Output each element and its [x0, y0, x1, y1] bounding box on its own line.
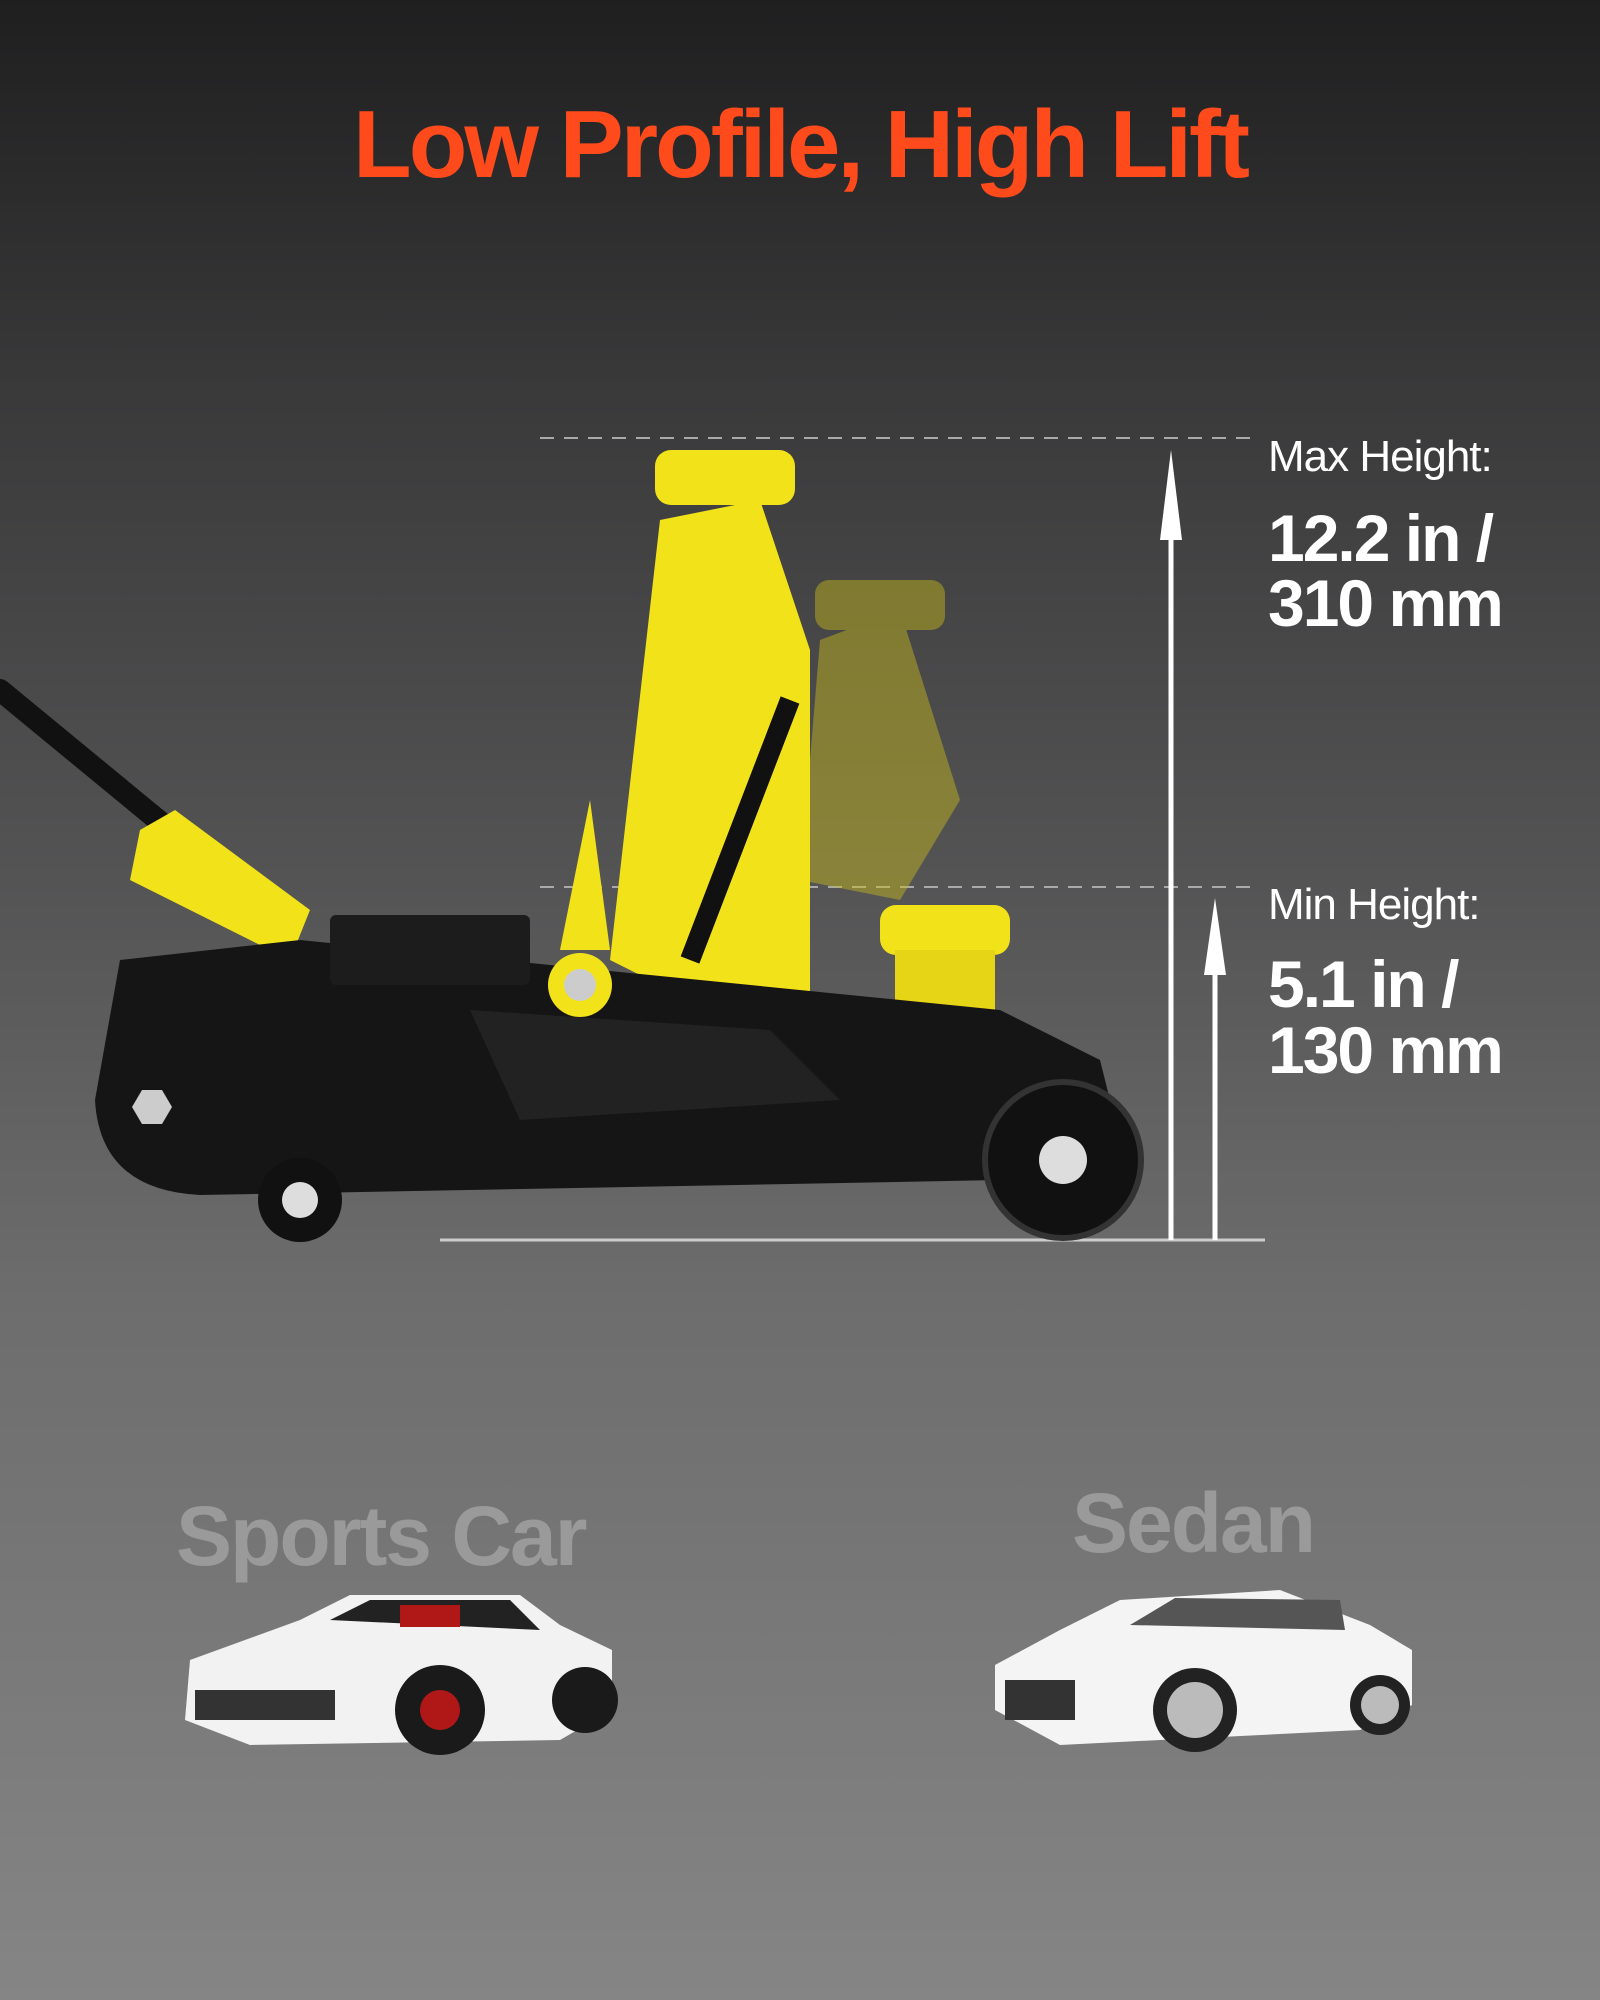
- jack-ghost-arm: [800, 580, 960, 900]
- min-height-arrow-icon: [1204, 898, 1226, 1240]
- page-title: Low Profile, High Lift: [353, 91, 1250, 198]
- sedan-label: Sedan: [1072, 1476, 1316, 1570]
- max-height-value-mm: 310 mm: [1268, 566, 1504, 640]
- sedan-image: [995, 1590, 1412, 1752]
- jack-handle: [0, 679, 181, 841]
- jack-lift-arm: [610, 500, 810, 1000]
- max-height-label: Max Height:: [1268, 432, 1493, 481]
- min-height-value-mm: 130 mm: [1268, 1013, 1504, 1087]
- sports-car-label: Sports Car: [176, 1489, 587, 1583]
- min-height-label: Min Height:: [1268, 880, 1481, 929]
- max-height-arrow-icon: [1160, 450, 1182, 1240]
- min-height-value-in: 5.1 in /: [1268, 947, 1459, 1021]
- sports-car-image: [185, 1595, 618, 1755]
- max-height-value-in: 12.2 in /: [1268, 501, 1494, 575]
